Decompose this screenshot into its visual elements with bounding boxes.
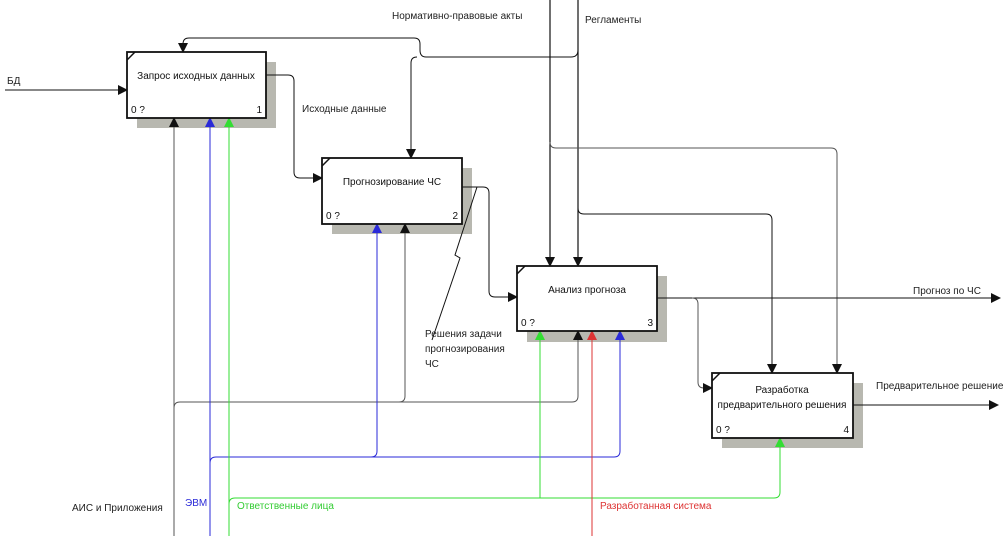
box-4-cost: 0 ? — [716, 425, 730, 436]
arrow-mech-computer-box2[interactable] — [370, 223, 382, 458]
box-1-cost: 0 ? — [131, 105, 145, 116]
label-mech-staff: Ответственные лица — [237, 501, 334, 512]
box-4-title-line1: Разработка — [755, 384, 809, 396]
label-mech-computer: ЭВМ — [185, 498, 207, 509]
box-2-corner-mark — [321, 157, 331, 167]
box-2-title: Прогнозирование ЧС — [343, 177, 441, 188]
box-3-frame[interactable] — [516, 265, 658, 332]
label-output-forecast: Прогноз по ЧС — [913, 286, 981, 297]
box-3-corner-mark — [516, 265, 526, 275]
label-mech-system: Разработанная система — [600, 500, 712, 512]
box-4-title-line2: предварительного решения — [718, 400, 847, 411]
box-2-frame[interactable] — [321, 157, 463, 225]
box-4-corner-mark — [711, 372, 721, 382]
box-2[interactable]: Прогнозирование ЧС 0 ? 2 — [321, 157, 463, 225]
box-1[interactable]: Запрос исходных данных 0 ? 1 — [126, 51, 267, 119]
arrow-mech-staff-branch[interactable] — [228, 437, 785, 505]
arrow-control-to-box2[interactable] — [406, 56, 418, 159]
label-control-normative: Нормативно-правовые акты — [392, 11, 522, 22]
box-4-frame[interactable] — [711, 372, 854, 439]
callout-squiggle — [431, 186, 478, 341]
label-solutions-line2: прогнозирования — [425, 344, 505, 355]
box-1-number: 1 — [256, 105, 262, 116]
label-output-prelim: Предварительное решение — [876, 381, 1004, 392]
arrow-box3-to-box4[interactable] — [691, 297, 713, 393]
arrow-control-to-box1[interactable] — [178, 37, 579, 58]
label-solutions-line3: ЧС — [425, 359, 439, 370]
label-control-regulations: Регламенты — [585, 15, 641, 26]
box-3-title: Анализ прогноза — [548, 285, 626, 296]
label-solutions-line1: Решения задачи — [425, 329, 502, 340]
label-input-db: БД — [7, 76, 21, 87]
box-1-corner-mark — [126, 51, 136, 61]
arrow-control-to-box4-a[interactable] — [549, 141, 842, 374]
arrow-mech-computer-branch[interactable] — [209, 330, 625, 464]
box-4[interactable]: Разработка предварительного решения 0 ? … — [711, 372, 854, 439]
box-1-title: Запрос исходных данных — [137, 71, 255, 82]
label-mech-ais: АИС и Приложения — [72, 503, 163, 514]
box-3[interactable]: Анализ прогноза 0 ? 3 — [516, 265, 658, 332]
box-1-frame[interactable] — [126, 51, 267, 119]
box-2-number: 2 — [452, 211, 458, 222]
arrow-source-data[interactable] — [266, 74, 323, 183]
arrow-mech-ais-box2[interactable] — [398, 223, 410, 403]
arrow-mech-ais-branch[interactable] — [173, 330, 583, 409]
box-4-number: 4 — [843, 425, 849, 436]
box-2-cost: 0 ? — [326, 211, 340, 222]
box-3-number: 3 — [647, 318, 653, 329]
label-source-data: Исходные данные — [302, 104, 387, 115]
box-3-cost: 0 ? — [521, 318, 535, 329]
arrow-box2-to-box3[interactable] — [462, 186, 518, 302]
arrow-control-to-box4-b[interactable] — [577, 207, 777, 374]
